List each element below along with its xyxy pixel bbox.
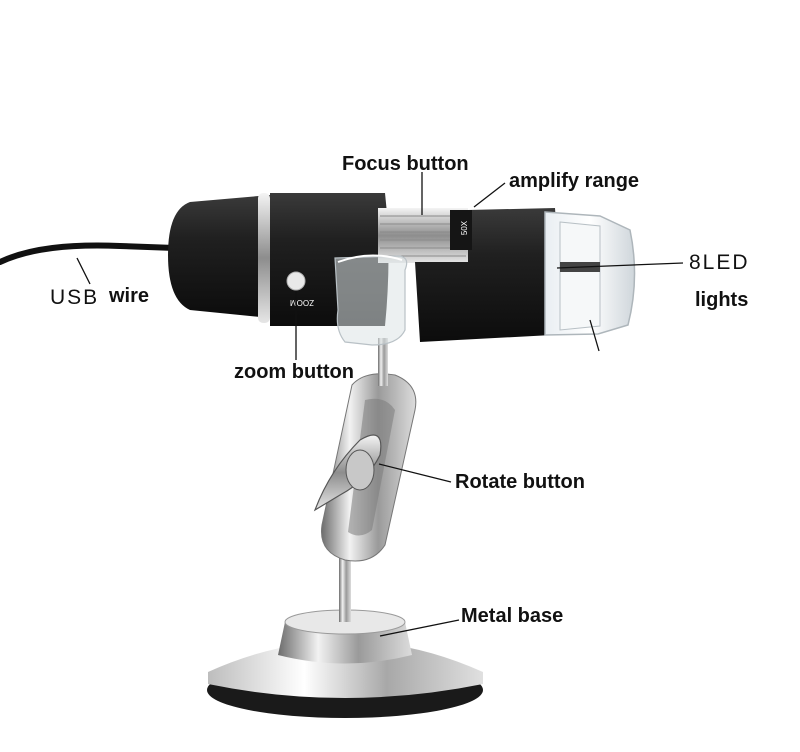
label-rotate-button: Rotate button (455, 471, 585, 493)
label-wire: wire (109, 285, 150, 307)
label-usb: USB (50, 286, 100, 309)
zoom-button (286, 271, 306, 291)
stand-stem (339, 550, 351, 622)
label-focus-button: Focus button (342, 153, 469, 175)
label-zoom-button: zoom button (234, 361, 354, 383)
metal-base (207, 609, 483, 718)
label-metal-base: Metal base (461, 605, 564, 627)
rotate-knob (313, 434, 382, 512)
arm-post (378, 338, 388, 386)
clamp (334, 254, 408, 346)
usb-cable (0, 242, 178, 265)
label-led-lights: lights (695, 289, 749, 311)
label-amplify-range: amplify range (509, 170, 640, 192)
magnification-mark: 50X (460, 220, 469, 235)
label-led-count: 8LED (689, 251, 750, 274)
zoom-text: ZOOM (290, 298, 314, 307)
callout-lines (76, 172, 684, 637)
